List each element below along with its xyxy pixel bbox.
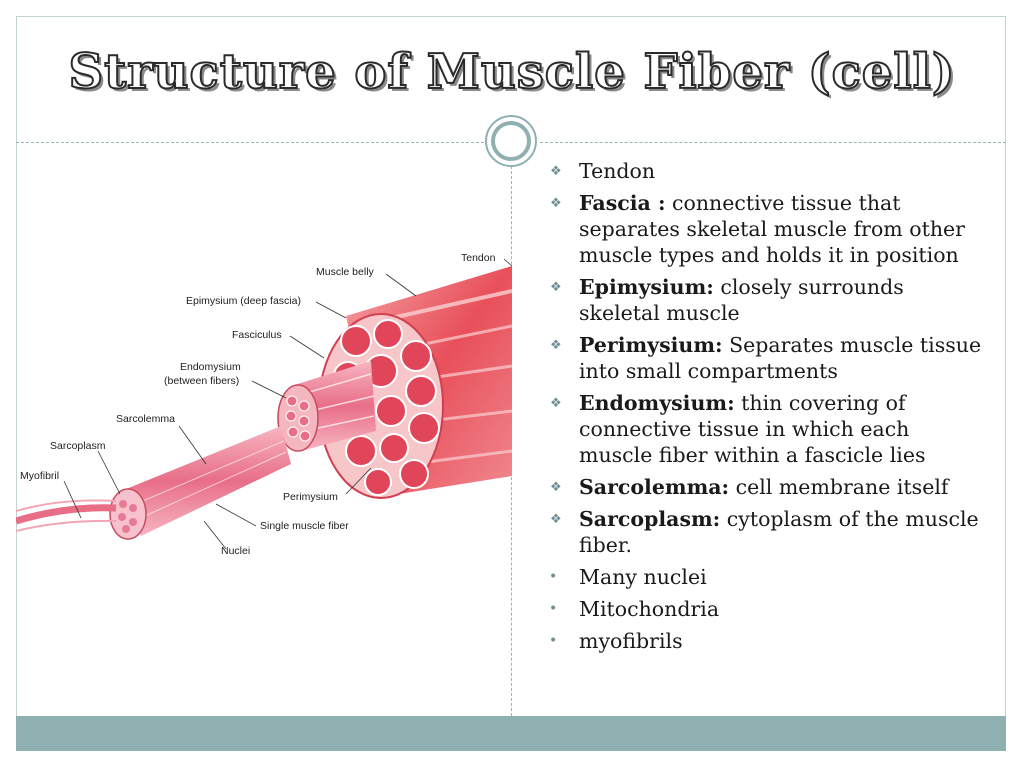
- dot-bullet-icon: •: [549, 601, 558, 617]
- diamond-bullet-icon: ❖: [550, 512, 562, 527]
- label-fasciculus: Fasciculus: [232, 329, 282, 341]
- label-single-fiber: Single muscle fiber: [260, 520, 349, 532]
- list-item: ❖ Tendon: [550, 159, 656, 183]
- list-item: • Many nuclei: [549, 565, 707, 589]
- diamond-bullet-icon: ❖: [550, 196, 562, 211]
- label-myofibril: Myofibril: [20, 470, 59, 482]
- definitions-list: ❖ Tendon ❖ Fascia : connective tissue th…: [548, 158, 988, 660]
- list-item: • myofibrils: [549, 629, 683, 653]
- label-muscle-belly: Muscle belly: [316, 266, 375, 278]
- leader-lines: [63, 258, 512, 550]
- list-item: ❖ Sarcoplasm: cytoplasm of the muscle fi…: [550, 507, 979, 557]
- single-fiber-shape: [109, 426, 291, 540]
- slide-title: Structure of Muscle Fiber (cell): [67, 43, 956, 101]
- myofibril-strands: [16, 499, 117, 532]
- list-item: • Mitochondria: [549, 597, 720, 621]
- diamond-bullet-icon: ❖: [550, 338, 562, 353]
- label-perimysium: Perimysium: [283, 491, 338, 503]
- list-item: ❖ Endomysium: thin covering of connectiv…: [550, 391, 926, 467]
- list-item: ❖ Sarcolemma: cell membrane itself: [550, 475, 949, 499]
- diamond-bullet-icon: ❖: [550, 164, 562, 179]
- circle-ornament-icon: [485, 115, 537, 167]
- diamond-bullet-icon: ❖: [550, 396, 562, 411]
- diamond-bullet-icon: ❖: [550, 280, 562, 295]
- label-tendon: Tendon: [461, 252, 496, 264]
- fasciculus-shape: [277, 361, 376, 452]
- divider-left: [16, 142, 484, 143]
- label-sarcoplasm: Sarcoplasm: [50, 440, 106, 452]
- label-nuclei: Nuclei: [221, 545, 250, 557]
- label-sarcolemma: Sarcolemma: [116, 413, 175, 425]
- list-item: ❖ Epimysium: closely surrounds skeletal …: [550, 275, 904, 325]
- label-endomysium: Endomysium: [180, 361, 241, 373]
- footer-bar: [16, 716, 1006, 751]
- diamond-bullet-icon: ❖: [550, 480, 562, 495]
- muscle-diagram: Tendon Muscle belly Epimysium (deep fasc…: [16, 236, 512, 562]
- divider-right: [540, 142, 1006, 143]
- muscle-illustration: Tendon Muscle belly Epimysium (deep fasc…: [16, 252, 512, 557]
- dot-bullet-icon: •: [549, 633, 558, 649]
- label-epimysium: Epimysium (deep fascia): [186, 295, 301, 307]
- label-endomysium-sub: (between fibers): [164, 375, 239, 387]
- list-item: ❖ Fascia : connective tissue that separa…: [550, 191, 965, 267]
- list-item: ❖ Perimysium: Separates muscle tissue in…: [550, 333, 982, 383]
- dot-bullet-icon: •: [549, 569, 558, 585]
